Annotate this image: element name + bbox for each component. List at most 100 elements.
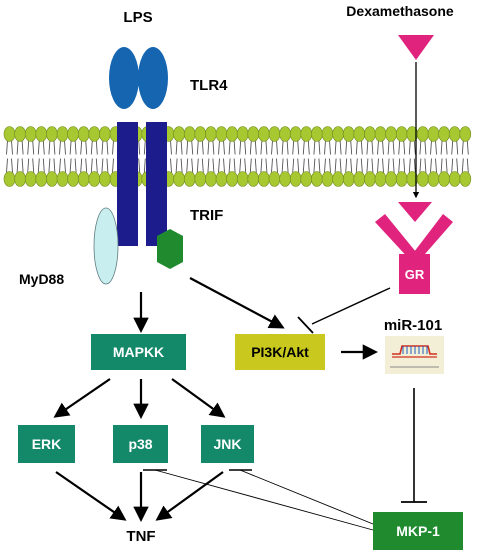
lipid-head xyxy=(268,171,281,187)
lipid-tail xyxy=(350,140,353,155)
lipid-head xyxy=(88,171,101,187)
lipid-tail xyxy=(32,158,35,173)
lipid-tail xyxy=(254,158,257,173)
lipid-tail xyxy=(170,140,172,155)
lipid-tail xyxy=(32,140,35,155)
lipid-tail xyxy=(334,158,337,173)
lipid-head xyxy=(385,171,397,187)
lipid-tail xyxy=(191,140,194,155)
mkp1-label: MKP-1 xyxy=(396,523,440,539)
dexamethasone-bound xyxy=(398,202,432,222)
lipid-head xyxy=(183,126,196,142)
lipid-tail xyxy=(297,140,300,155)
lipid-tail xyxy=(223,140,225,155)
lipid-head xyxy=(459,171,472,187)
lipid-tail xyxy=(74,140,77,155)
lipid-head xyxy=(395,171,408,187)
lipid-head xyxy=(35,171,48,187)
lipid-tail xyxy=(218,158,220,173)
lipid-tail xyxy=(218,140,220,155)
lipid-tail xyxy=(16,140,19,155)
lipid-tail xyxy=(112,140,114,155)
lipid-tail xyxy=(101,140,104,155)
lipid-head xyxy=(67,126,79,142)
lipid-head xyxy=(289,126,302,142)
lipid-tail xyxy=(387,158,390,173)
lipid-head xyxy=(321,126,334,142)
lipid-head xyxy=(56,171,69,187)
lipid-tail xyxy=(186,158,189,173)
lipid-head xyxy=(77,126,90,142)
lipid-tail xyxy=(398,158,401,173)
lipid-head xyxy=(300,171,313,187)
lipid-tail xyxy=(101,158,104,173)
lipid-tail xyxy=(435,140,437,155)
lipid-tail xyxy=(201,140,204,155)
myd88-label: MyD88 xyxy=(19,271,64,287)
cell-membrane xyxy=(3,126,472,187)
lipid-tail xyxy=(403,140,406,155)
lipid-tail xyxy=(276,140,278,155)
lipid-tail xyxy=(212,158,215,173)
mkp1-to-p38-inhibition xyxy=(154,469,374,531)
lipid-head xyxy=(205,171,217,187)
lipid-tail xyxy=(27,158,30,173)
gr-inhibition-bar xyxy=(297,316,314,334)
lipid-head xyxy=(417,171,429,187)
mkp1-to-jnk-inhibition xyxy=(239,469,374,525)
trif-adaptor xyxy=(157,229,183,269)
lipid-tail xyxy=(6,140,8,155)
lipid-tail xyxy=(413,140,416,155)
tlr4-right-ectodomain xyxy=(138,47,168,109)
lipid-tail xyxy=(207,140,210,155)
lipid-tail xyxy=(392,158,395,173)
jnk-to-tnf-arrow xyxy=(155,471,224,521)
lipid-head xyxy=(173,171,185,187)
lipid-head xyxy=(46,171,58,187)
lipid-head xyxy=(247,171,260,187)
lipid-tail xyxy=(223,158,225,173)
lipid-tail xyxy=(196,158,199,173)
lipid-head xyxy=(279,171,291,187)
lipid-head xyxy=(35,126,48,142)
lipid-tail xyxy=(21,158,24,173)
lipid-head xyxy=(46,126,58,142)
lipid-head xyxy=(342,171,355,187)
lipid-head xyxy=(364,171,376,187)
lipid-tail xyxy=(85,140,88,155)
lipid-tail xyxy=(408,158,411,173)
mapkk-to-erk-arrow xyxy=(53,378,111,418)
lipid-tail xyxy=(466,158,469,173)
lipid-tail xyxy=(196,140,199,155)
lipid-tail xyxy=(143,158,146,173)
lipid-tail xyxy=(387,140,390,155)
lipid-tail xyxy=(48,140,51,155)
lipid-tail xyxy=(440,158,443,173)
lipid-tail xyxy=(334,140,337,155)
lipid-tail xyxy=(286,140,289,155)
erk-label: ERK xyxy=(32,436,62,452)
lipid-head xyxy=(236,171,249,187)
mapkk-label: MAPKK xyxy=(113,344,164,360)
lipid-head xyxy=(258,171,270,187)
lipid-tail xyxy=(451,140,454,155)
lipid-head xyxy=(183,171,196,187)
lipid-tail xyxy=(292,140,295,155)
lipid-tail xyxy=(42,158,45,173)
lipid-tail xyxy=(85,158,88,173)
lipid-tail xyxy=(313,158,316,173)
lipid-head xyxy=(215,171,228,187)
lipid-tail xyxy=(260,158,263,173)
lipid-head xyxy=(353,171,366,187)
lipid-tail xyxy=(64,140,66,155)
lipid-tail xyxy=(244,158,247,173)
lipid-tail xyxy=(318,140,321,155)
lipid-head xyxy=(374,171,387,187)
lipid-tail xyxy=(377,140,379,155)
lipid-tail xyxy=(6,158,8,173)
lipid-head xyxy=(395,126,408,142)
lipid-tail xyxy=(233,158,236,173)
tnf-label: TNF xyxy=(126,528,155,545)
lipid-tail xyxy=(345,158,348,173)
lipid-head xyxy=(14,171,26,187)
